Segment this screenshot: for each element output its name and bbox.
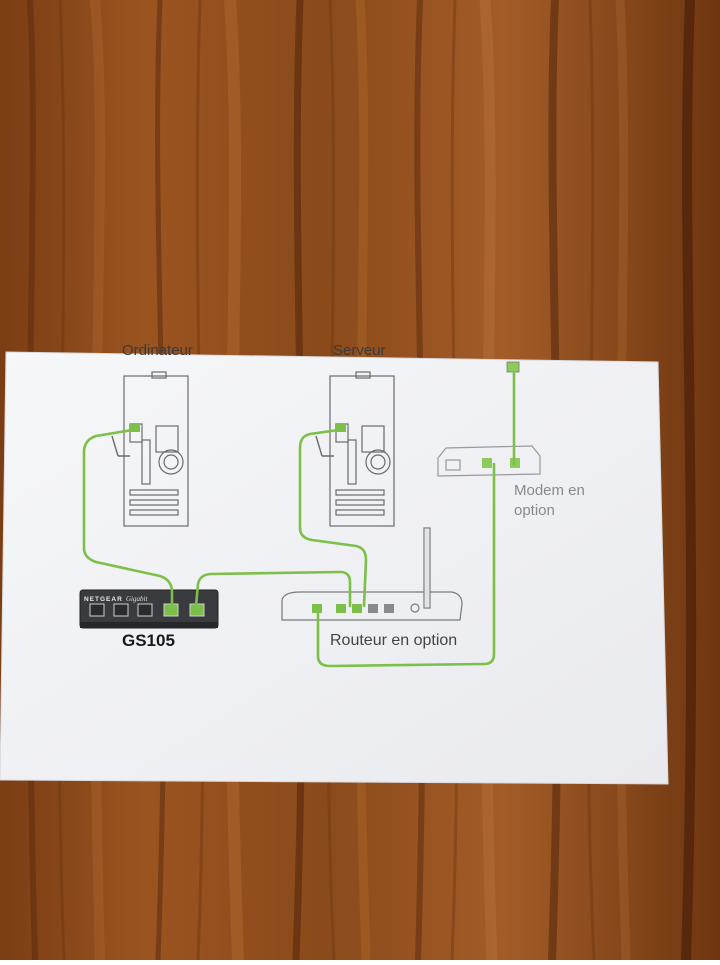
modem-label: Modem en option <box>514 481 585 521</box>
network-cables <box>82 370 516 668</box>
router-port <box>384 604 394 613</box>
computer-label: Ordinateur <box>122 342 193 359</box>
server-port <box>336 424 346 432</box>
modem-device <box>437 445 541 477</box>
switch-ports <box>89 603 205 617</box>
switch-label: GS105 <box>122 631 175 650</box>
cable-computer-switch <box>82 428 174 608</box>
server-label: Serveur <box>333 342 386 359</box>
switch-front <box>80 622 218 628</box>
modem-label-line1: Modem en <box>514 482 585 499</box>
router-port <box>336 604 346 613</box>
switch-port <box>89 603 105 617</box>
paper-sheet <box>0 351 669 785</box>
modem-label-line2: option <box>514 502 555 519</box>
computer-tower <box>123 371 189 527</box>
cable-server-router <box>298 428 368 608</box>
cable-router-modem <box>316 462 496 668</box>
router-antenna <box>423 527 431 609</box>
server-tower <box>329 371 395 527</box>
router-port <box>368 604 378 613</box>
switch-port <box>137 603 153 617</box>
switch-port <box>113 603 129 617</box>
switch-brand-label: NETGEAR <box>84 596 123 603</box>
modem-port <box>482 458 492 468</box>
router-label: Routeur en option <box>330 632 458 649</box>
switch-series-label: Gigabit <box>126 595 148 603</box>
router-port <box>352 604 362 613</box>
computer-port <box>130 424 140 432</box>
cable-switch-router <box>194 570 352 608</box>
wall-jack <box>506 361 520 373</box>
wood-grain-line <box>681 0 697 965</box>
cable-plugs <box>111 435 334 457</box>
